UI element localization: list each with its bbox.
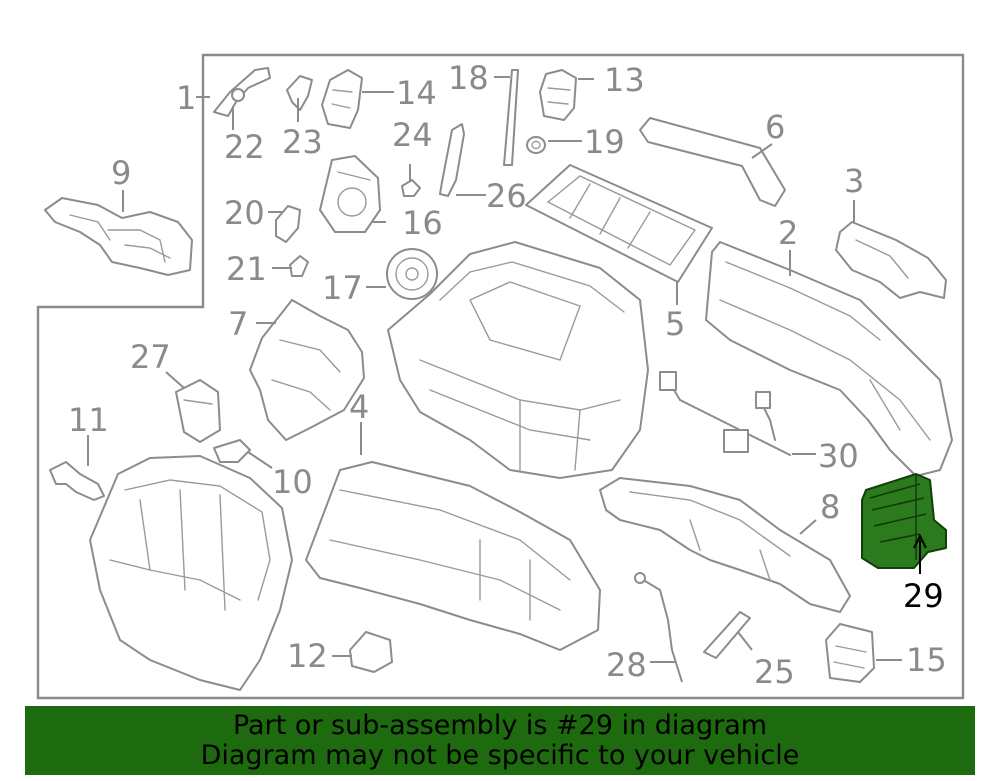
part-10-sensor[interactable] (213, 439, 251, 463)
part-9-duct[interactable] (44, 197, 193, 276)
callout-25: 25 (754, 653, 795, 691)
part-5-filter[interactable] (525, 164, 713, 283)
part-25-bracket[interactable] (703, 611, 751, 659)
part-6-tube[interactable] (639, 117, 786, 207)
callout-10: 10 (272, 463, 313, 501)
callout-13: 13 (604, 61, 645, 99)
part-16-housing[interactable] (319, 155, 381, 233)
part-4-lower-case[interactable] (305, 461, 601, 651)
callout-16: 16 (402, 204, 443, 242)
callout-1: 1 (176, 79, 196, 117)
part-17-motor[interactable] (386, 248, 438, 300)
part-28-hose[interactable] (634, 572, 683, 683)
part-27-valve[interactable] (175, 379, 221, 443)
callout-27: 27 (130, 338, 171, 376)
part-13-actuator[interactable] (539, 69, 577, 121)
part-15-actuator[interactable] (825, 623, 875, 683)
part-24-clip[interactable] (401, 179, 421, 197)
banner-line-1: Part or sub-assembly is #29 in diagram (232, 710, 768, 741)
callout-18: 18 (448, 59, 489, 97)
callout-6: 6 (765, 108, 785, 146)
part-26-link[interactable] (439, 123, 465, 197)
part-3-cover[interactable] (835, 221, 947, 299)
callout-9: 9 (111, 154, 131, 192)
part-21-clip[interactable] (289, 255, 309, 277)
callout-5: 5 (665, 305, 685, 343)
callout-15: 15 (906, 641, 947, 679)
part-22-lever[interactable] (213, 67, 271, 117)
callout-12: 12 (287, 637, 328, 675)
callout-2: 2 (778, 214, 798, 252)
callout-3: 3 (844, 162, 864, 200)
callout-8: 8 (820, 488, 840, 526)
part-19-ring[interactable] (526, 136, 546, 154)
part-18-rod[interactable] (503, 69, 519, 166)
part-2-panel[interactable] (705, 241, 953, 477)
diagram-frame (36, 53, 965, 700)
part-14-actuator[interactable] (321, 69, 363, 129)
part-11-hose[interactable] (49, 461, 105, 501)
part-20-bracket[interactable] (275, 205, 301, 243)
banner-line-2: Diagram may not be specific to your vehi… (200, 740, 800, 771)
part-23-clip[interactable] (286, 75, 313, 111)
callout-29: 29 (903, 577, 944, 615)
callout-28: 28 (606, 646, 647, 684)
part-7-bracket[interactable] (249, 299, 365, 441)
callout-30: 30 (818, 437, 859, 475)
part-29-highlighted[interactable] (861, 473, 947, 569)
callout-17: 17 (322, 269, 363, 307)
callout-19: 19 (584, 123, 625, 161)
part-blower-unit[interactable] (89, 455, 293, 691)
part-30-harness[interactable] (659, 371, 791, 456)
callout-26: 26 (486, 177, 527, 215)
callout-23: 23 (282, 123, 323, 161)
part-8-duct[interactable] (599, 477, 851, 613)
callout-4: 4 (349, 388, 369, 426)
info-banner: Part or sub-assembly is #29 in diagram D… (25, 706, 975, 775)
callout-21: 21 (226, 250, 267, 288)
callout-20: 20 (224, 194, 265, 232)
callout-14: 14 (396, 74, 437, 112)
callout-24: 24 (392, 116, 433, 154)
leader-lines (87, 76, 927, 663)
part-12-resistor[interactable] (349, 631, 393, 673)
part-1-hvac-case[interactable] (387, 241, 649, 479)
callout-7: 7 (228, 305, 248, 343)
callout-22: 22 (224, 128, 265, 166)
callout-11: 11 (68, 401, 109, 439)
